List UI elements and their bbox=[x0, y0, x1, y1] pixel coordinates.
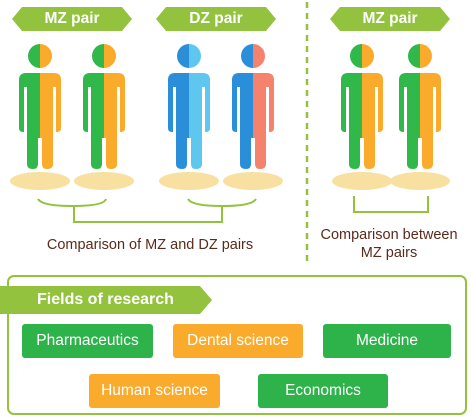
person-icon bbox=[399, 44, 441, 169]
comparison-bracket-right bbox=[353, 196, 429, 213]
person-icon bbox=[83, 44, 125, 169]
mz-pair-banner-left bbox=[12, 7, 132, 31]
person-icon bbox=[232, 44, 274, 169]
caption-mz-comparison-line2: MZ pairs bbox=[360, 245, 418, 261]
field-chip-human-science: Human science bbox=[89, 374, 220, 408]
fields-of-research-title: Fields of research bbox=[0, 286, 212, 314]
person-icon bbox=[19, 44, 61, 169]
field-chip-dental-science: Dental science bbox=[173, 324, 303, 358]
field-chip-medicine: Medicine bbox=[323, 324, 451, 358]
comparison-bracket-left bbox=[37, 198, 257, 223]
caption-mz-comparison-line1: Comparison between bbox=[320, 227, 458, 243]
field-chip-economics: Economics bbox=[258, 374, 388, 408]
mz-pair-label-left: MZ pair bbox=[44, 10, 100, 27]
mz-pair-banner-right bbox=[330, 7, 450, 31]
fields-of-research-box bbox=[7, 275, 467, 415]
dz-pair-banner bbox=[156, 7, 276, 31]
caption-mz-dz-comparison: Comparison of MZ and DZ pairs bbox=[46, 237, 254, 253]
person-icon bbox=[341, 44, 383, 169]
person-icon bbox=[168, 44, 210, 169]
dz-pair-label: DZ pair bbox=[189, 10, 243, 27]
mz-pair-label-right: MZ pair bbox=[362, 10, 418, 27]
field-chip-pharmaceutics: Pharmaceutics bbox=[22, 324, 153, 358]
figure-shadows bbox=[10, 172, 450, 190]
